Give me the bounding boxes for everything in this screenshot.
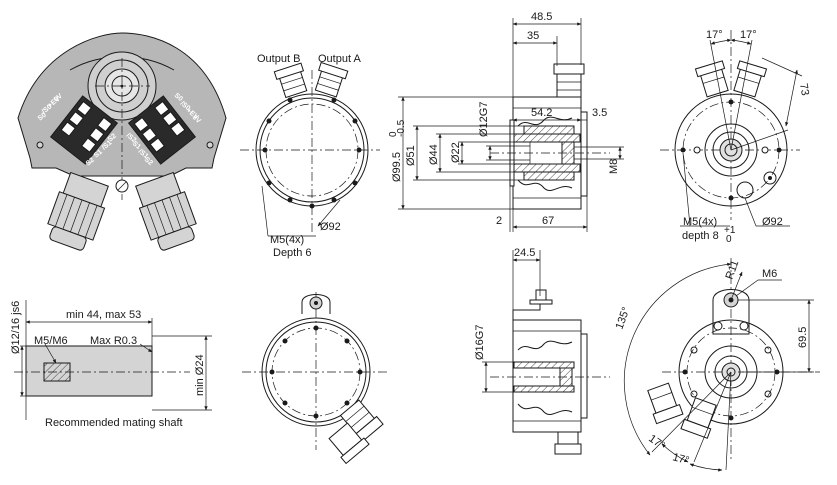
dim-2: 2 — [496, 215, 502, 227]
angle-135: 135° — [614, 306, 633, 331]
depth-tol-lower: 0 — [726, 234, 732, 245]
terminal-label: S0 — [173, 92, 184, 103]
shaft-length-label: min 44, max 53 — [66, 309, 141, 321]
dia-12g7: Ø12G7 — [478, 102, 490, 137]
pcd-label-back: Ø92 — [762, 216, 783, 228]
terminal-label: S0 — [37, 112, 48, 123]
shaft-dia-label: Ø12/16 js6 — [10, 301, 22, 354]
shaft-thread-label: M5/M6 — [34, 335, 68, 347]
dim-54-2: 54.2 — [531, 107, 552, 119]
terminal-label: S1 — [93, 149, 104, 160]
dim-67: 67 — [542, 215, 554, 227]
view-front-outputs: Output B Output A M5(4x) Depth 6 Ø92 — [240, 53, 380, 259]
depth-label: Depth 6 — [273, 247, 312, 259]
thread-m8: M8 — [608, 159, 620, 174]
dia-22: Ø22 — [450, 142, 462, 163]
output-b-label: Output B — [257, 53, 300, 65]
dia-99-5-tol-upper: 0 — [388, 131, 399, 137]
radius-r11: R11 — [724, 259, 742, 281]
dia-16g7: Ø16G7 — [474, 325, 486, 360]
terminal-label: S1 — [131, 140, 142, 151]
dim-48-5: 48.5 — [531, 11, 552, 23]
terminal-label: 0V — [191, 114, 202, 125]
angle-17-right: 17° — [740, 29, 757, 41]
view-mating-shaft: min 44, max 53 Ø12/16 js6 M5/M6 Max R0.3… — [10, 300, 212, 429]
pcd-label: Ø92 — [320, 221, 341, 233]
dia-44: Ø44 — [428, 144, 440, 165]
shaft-caption: Recommended mating shaft — [45, 417, 183, 429]
depth-tol-upper: +1 — [724, 225, 736, 236]
dim-35: 35 — [527, 30, 539, 42]
view-section-bottom: 24.5 Ø16G7 — [474, 247, 610, 455]
shaft-radius-label: Max R0.3 — [90, 335, 137, 347]
angle-17-left: 17° — [706, 29, 723, 41]
dia-51: Ø51 — [405, 145, 417, 166]
terminal-label: 0V — [53, 92, 64, 103]
terminal-label: S2 — [107, 133, 118, 144]
depth-label-back: depth 8 — [682, 230, 719, 242]
angle-17-bottom-1: 17° — [646, 433, 667, 452]
dim-3-5: 3.5 — [592, 107, 607, 119]
output-a-label: Output A — [318, 53, 361, 65]
view-front-bottom — [242, 292, 388, 465]
view-connector-housing: 0V +EV /S0 S0 S2 /S1 S1 S2 S0 /S0 +EV 0V… — [17, 32, 227, 251]
view-back-top: 17° 17° 73 M5(4x) depth 8 +1 0 Ø92 — [660, 29, 811, 245]
view-back-bottom: 135° 17° 17° R11 M6 69.5 — [614, 258, 820, 472]
thread-m6: M6 — [762, 268, 777, 280]
m5-thread-label: M5(4x) — [270, 234, 304, 246]
dim-24-5: 24.5 — [514, 247, 535, 259]
dim-73: 73 — [797, 82, 811, 96]
dia-99-5: Ø99.5 — [391, 152, 403, 182]
terminal-label: S2 — [143, 156, 154, 167]
m5-thread-label-back: M5(4x) — [683, 216, 717, 228]
angle-17-bottom-2: 17° — [671, 451, 690, 467]
dim-69-5: 69.5 — [797, 327, 809, 348]
shaft-min-dia-label: min Ø24 — [194, 354, 206, 396]
view-section-top: 48.5 35 54.2 3.5 67 2 Ø99.5 0 -0.5 Ø51 Ø… — [388, 11, 624, 232]
terminal-label: S2 — [85, 157, 96, 168]
dia-99-5-tol-lower: -0.5 — [396, 119, 407, 137]
